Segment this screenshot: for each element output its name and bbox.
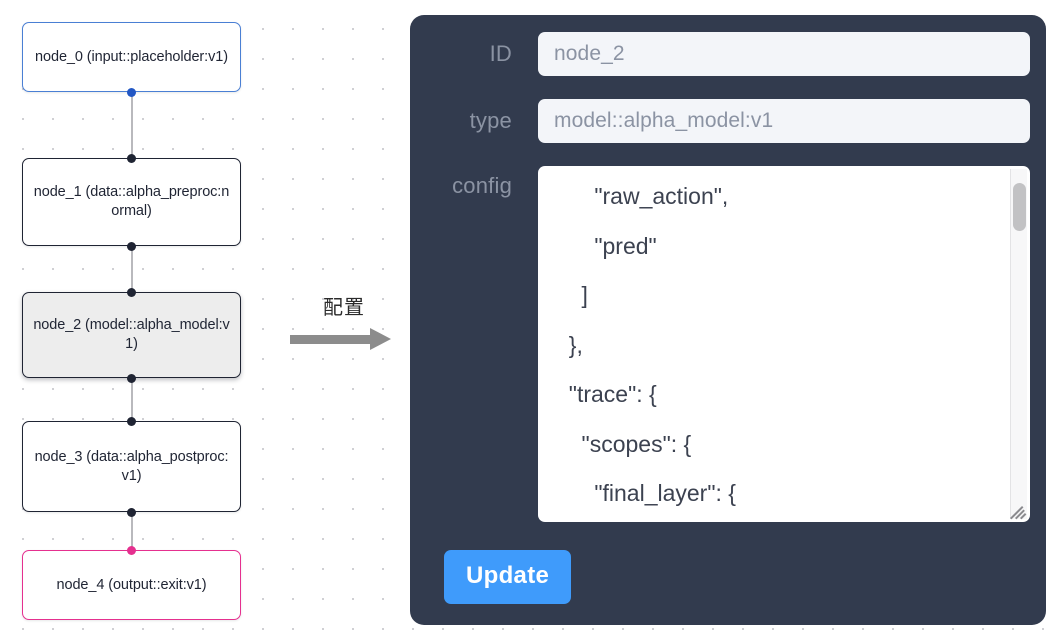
graph-node-node_3[interactable]: node_3 (data::alpha_postproc:v1)	[22, 421, 241, 512]
node-handle-node_3-target[interactable]	[126, 417, 136, 426]
arrow-head	[370, 328, 391, 350]
right-arrow-icon	[288, 328, 400, 350]
field-row-config: config "raw_action", "pred" ] }, "trace"…	[426, 166, 1030, 522]
config-scrollbar[interactable]	[1010, 169, 1027, 519]
update-button[interactable]: Update	[444, 550, 572, 604]
edge-node1-node2	[131, 246, 133, 292]
node-handle-node_2-source[interactable]	[126, 374, 136, 383]
transition-label: 配置	[323, 297, 365, 319]
graph-node-node_0[interactable]: node_0 (input::placeholder:v1)	[22, 22, 241, 92]
graph-node-label: node_0 (input::placeholder:v1)	[35, 48, 228, 65]
id-field-label: ID	[489, 41, 512, 66]
type-field-label: type	[469, 108, 512, 133]
node-handle-node_1-target[interactable]	[126, 154, 136, 163]
config-scrollbar-thumb[interactable]	[1013, 183, 1026, 231]
node-handle-node_3-source[interactable]	[126, 508, 136, 517]
config-field-label: config	[452, 173, 512, 198]
config-text-content[interactable]: "raw_action", "pred" ] }, "trace": { "sc…	[568, 183, 736, 506]
graph-node-node_4[interactable]: node_4 (output::exit:v1)	[22, 550, 241, 620]
resize-grip-icon[interactable]	[1008, 500, 1028, 520]
config-textarea[interactable]: "raw_action", "pred" ] }, "trace": { "sc…	[538, 166, 1030, 522]
node-handle-node_4-target[interactable]	[126, 546, 136, 555]
node-inspector-panel: ID type config "raw_action", "pred" ] },…	[410, 15, 1046, 625]
graph-node-label: node_3 (data::alpha_postproc:v1)	[34, 448, 229, 484]
arrow-shaft	[290, 335, 372, 344]
graph-node-node_2[interactable]: node_2 (model::alpha_model:v1)	[22, 292, 241, 378]
transition-annotation: 配置	[288, 296, 400, 350]
id-input[interactable]	[538, 32, 1030, 76]
graph-node-label: node_4 (output::exit:v1)	[56, 576, 207, 593]
node-handle-node_1-source[interactable]	[126, 242, 136, 251]
node-handle-node_2-target[interactable]	[126, 288, 136, 297]
edge-node2-node3	[131, 378, 133, 421]
edge-node3-node4	[131, 512, 133, 550]
inspector-actions: Update	[426, 550, 1030, 604]
field-row-type: type	[426, 99, 1030, 143]
graph-node-label: node_1 (data::alpha_preproc:normal)	[33, 184, 230, 219]
field-row-id: ID	[426, 32, 1030, 76]
type-input[interactable]	[538, 99, 1030, 143]
graph-node-node_1[interactable]: node_1 (data::alpha_preproc:normal)	[22, 158, 241, 246]
edge-node0-node1	[131, 92, 133, 158]
node-handle-node_0-source[interactable]	[126, 88, 136, 97]
graph-node-label: node_2 (model::alpha_model:v1)	[33, 317, 230, 352]
pipeline-graph[interactable]: node_0 (input::placeholder:v1) node_1 (d…	[0, 0, 282, 643]
